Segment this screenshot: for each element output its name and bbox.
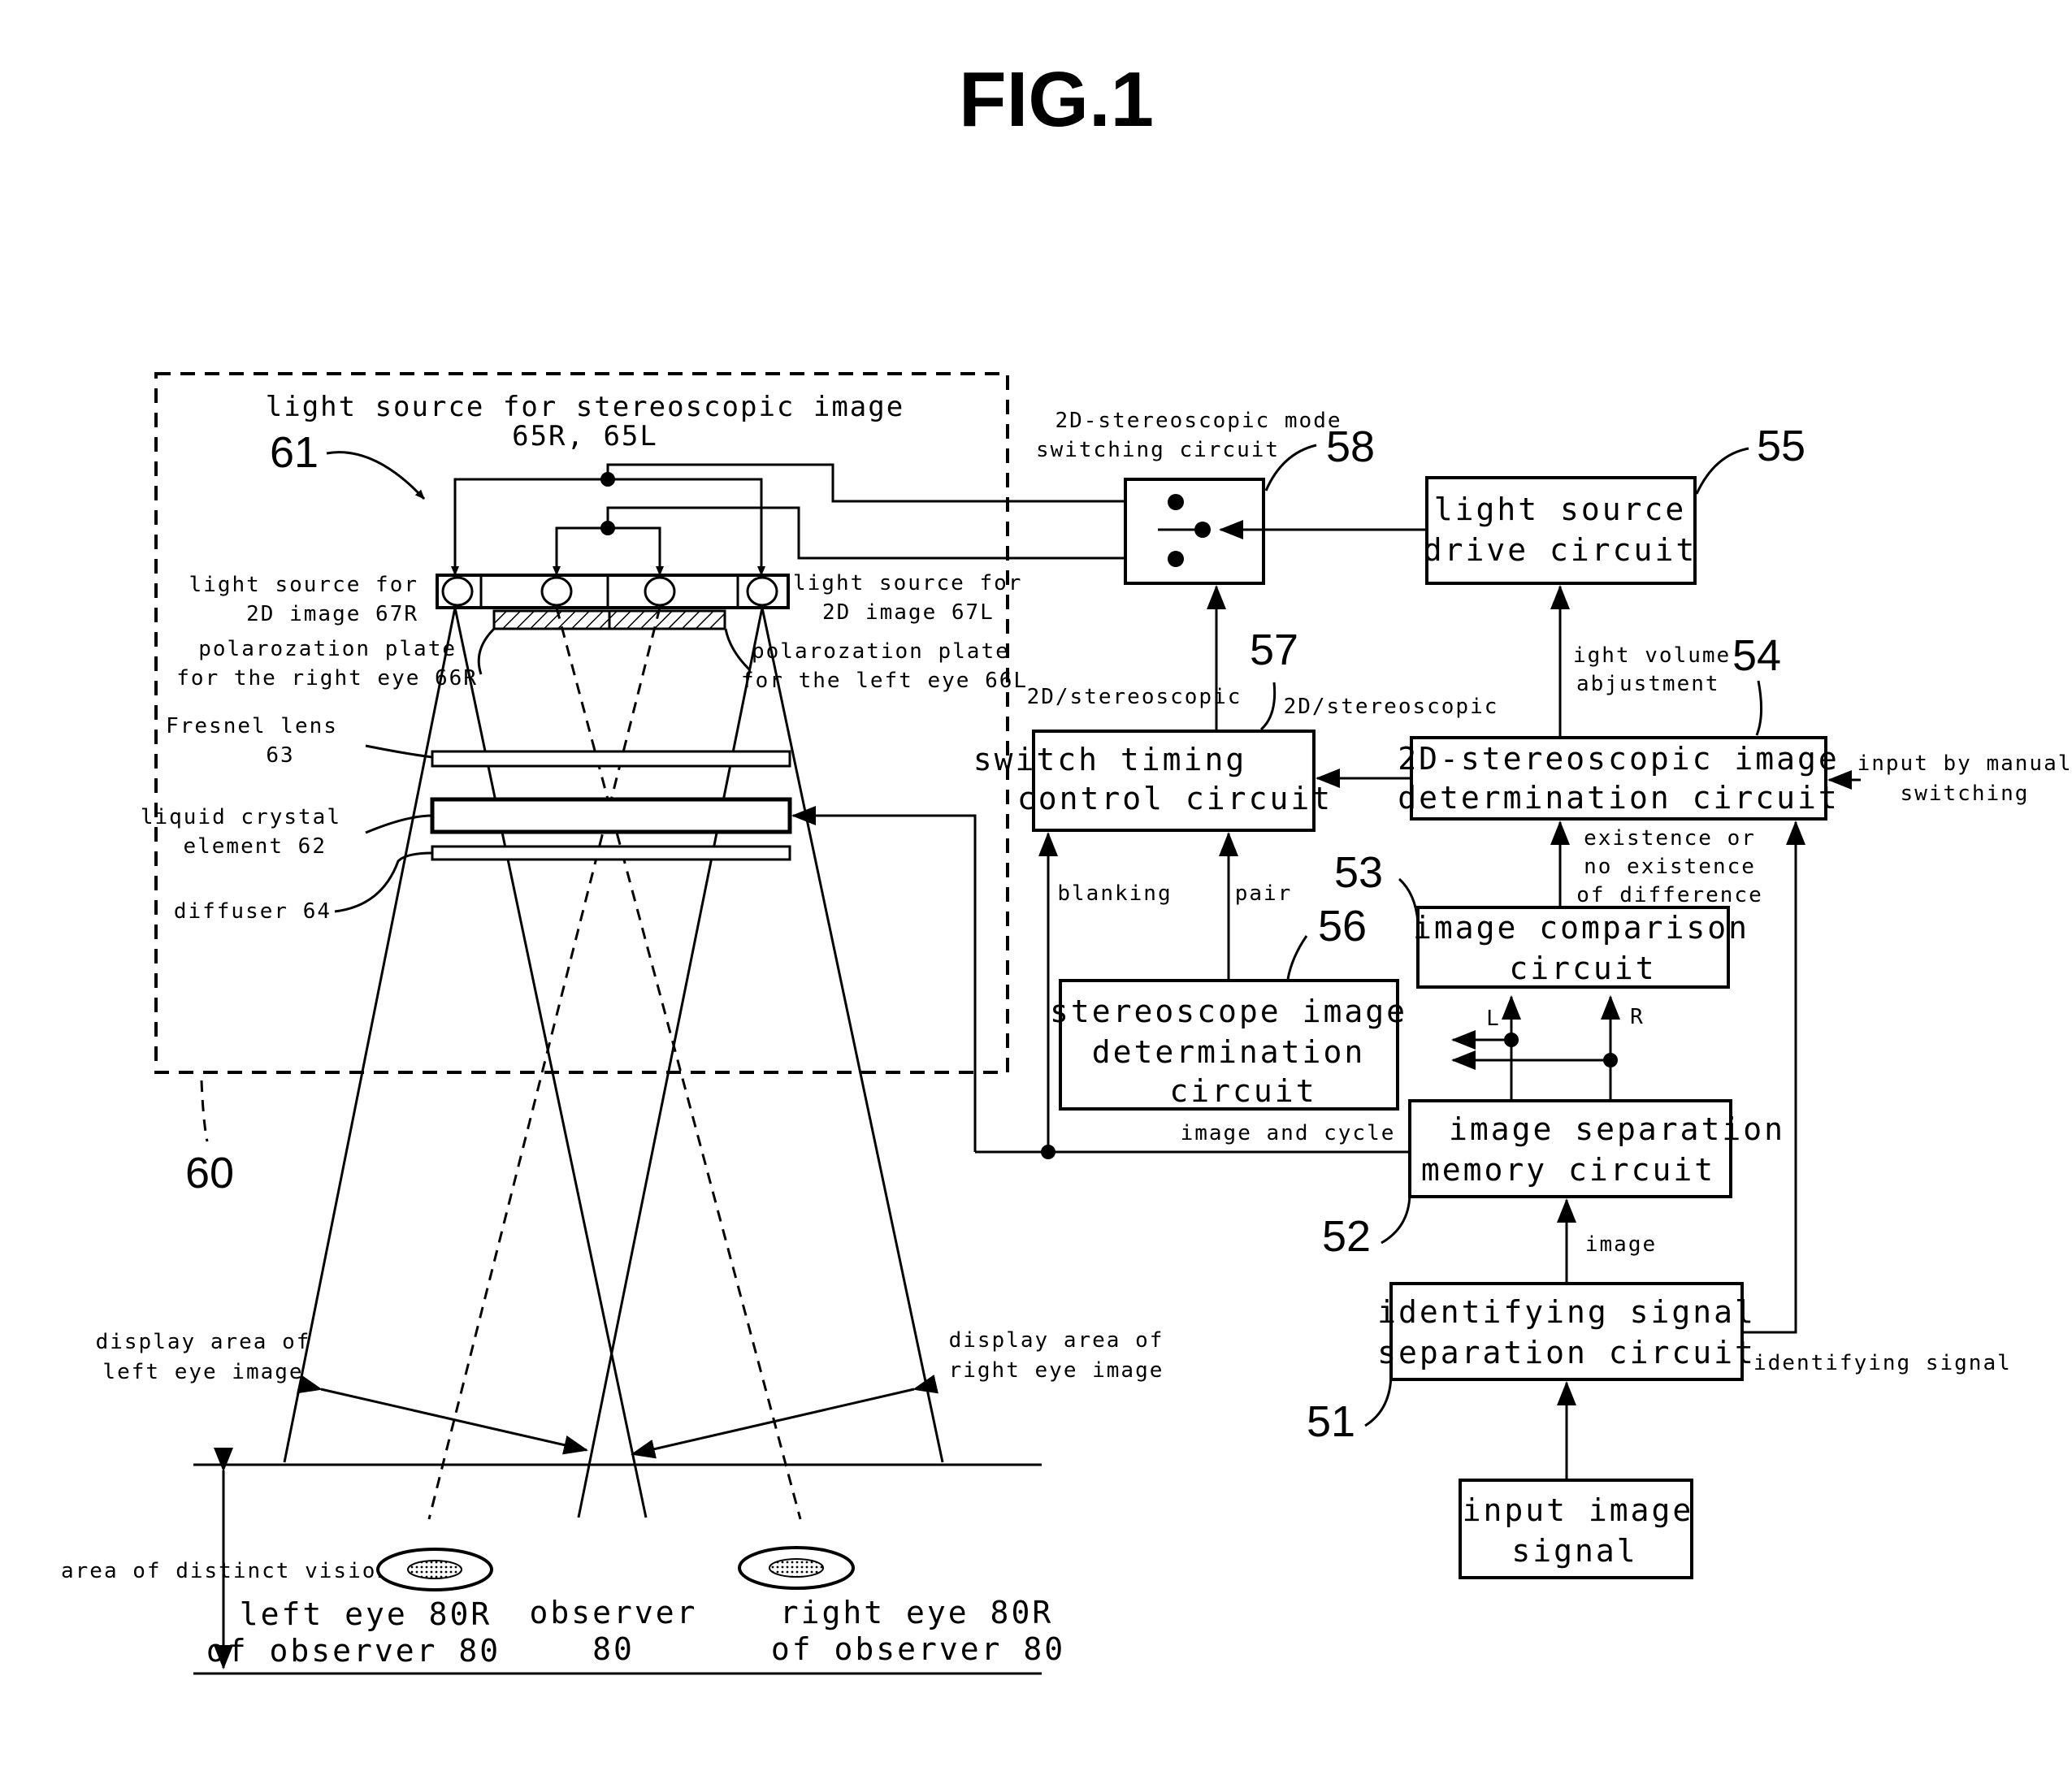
label-mode-switching-1: 2D-stereoscopic mode bbox=[1055, 409, 1342, 433]
label-blanking: blanking bbox=[1057, 881, 1172, 906]
stereo-determination-line-2: determination circuit bbox=[1398, 780, 1839, 816]
label-display-area-left-1: display area of bbox=[96, 1330, 311, 1354]
stereoscope-determination-line-1: stereoscope image bbox=[1050, 994, 1407, 1029]
label-pair: pair bbox=[1235, 881, 1293, 906]
label-light-source-stereo-1: light source for stereoscopic image bbox=[266, 391, 904, 423]
label-polarization-right-2: for the right eye 66R bbox=[176, 666, 478, 691]
ref-51: 51 bbox=[1307, 1397, 1355, 1446]
label-2d-left-1: light source for bbox=[793, 571, 1022, 595]
ref-56: 56 bbox=[1318, 902, 1367, 950]
label-light-volume-1: ight volume bbox=[1573, 643, 1731, 668]
label-mode-switching-2: switching circuit bbox=[1036, 438, 1280, 462]
ref-60-leader bbox=[202, 1080, 207, 1141]
label-image-and-cycle: image and cycle bbox=[1181, 1121, 1396, 1145]
label-area-distinct-vision: area of distinct vision bbox=[61, 1559, 391, 1583]
liquid-crystal-element-62 bbox=[432, 799, 790, 832]
ref-61-arrow bbox=[327, 452, 424, 499]
ref-54: 54 bbox=[1732, 631, 1781, 680]
label-observer-2: 80 bbox=[592, 1631, 635, 1667]
label-fresnel-2: 63 bbox=[266, 743, 294, 768]
input-image-line-2: signal bbox=[1511, 1533, 1637, 1569]
label-existence-1: existence or bbox=[1584, 826, 1756, 851]
stereoscope-determination-line-3: circuit bbox=[1169, 1073, 1316, 1109]
light-source-drive-line-2: drive circuit bbox=[1424, 532, 1697, 568]
led-65r bbox=[443, 578, 472, 605]
label-light-volume-2: abjustment bbox=[1576, 672, 1720, 696]
ref-61: 61 bbox=[270, 428, 319, 477]
mode-switching-circuit-58 bbox=[1125, 479, 1264, 583]
optical-rays bbox=[284, 608, 943, 1519]
label-polarization-left-1: polarozation plate bbox=[752, 639, 1010, 664]
label-light-source-stereo-2: 65R, 65L bbox=[512, 420, 658, 452]
ref-57: 57 bbox=[1250, 626, 1298, 674]
label-2d-right-1: light source for bbox=[189, 573, 418, 597]
label-fresnel-1: Fresnel lens bbox=[166, 714, 338, 738]
label-existence-3: of difference bbox=[1576, 883, 1763, 907]
image-comparison-line-1: image comparison bbox=[1413, 910, 1749, 946]
ref-60: 60 bbox=[185, 1149, 234, 1197]
label-manual-input-2: switching bbox=[1901, 782, 2030, 806]
label-observer-1: observer bbox=[529, 1595, 697, 1630]
display-area-right-arrow bbox=[632, 1389, 914, 1454]
label-polarization-right-1: polarozation plate bbox=[198, 637, 457, 661]
figure-title: FIG.1 bbox=[959, 56, 1154, 143]
stereoscope-determination-line-2: determination bbox=[1092, 1034, 1365, 1070]
led-67l bbox=[645, 578, 674, 605]
label-left-eye-1: left eye 80R bbox=[240, 1596, 492, 1632]
ref-53: 53 bbox=[1334, 848, 1383, 897]
image-separation-line-2: memory circuit bbox=[1421, 1152, 1715, 1188]
label-right-eye-1: right eye 80R bbox=[780, 1595, 1053, 1630]
diffuser-64 bbox=[432, 847, 790, 860]
label-display-area-right-2: right eye image bbox=[949, 1358, 1164, 1383]
identifying-signal-line-1: identifying signal bbox=[1377, 1294, 1756, 1330]
ref-52: 52 bbox=[1322, 1212, 1371, 1261]
label-liquid-crystal-2: element 62 bbox=[183, 834, 327, 859]
identifying-signal-line-2: separation circuit bbox=[1377, 1335, 1756, 1370]
label-image: image bbox=[1585, 1232, 1657, 1257]
label-2d-right-2: 2D image 67R bbox=[246, 602, 418, 626]
label-2d-left-2: 2D image 67L bbox=[822, 600, 995, 625]
label-identifying-signal: identifying signal bbox=[1753, 1351, 2012, 1375]
label-manual-input-1: input by manual bbox=[1857, 751, 2072, 776]
ref-58: 58 bbox=[1326, 422, 1375, 471]
led-65l bbox=[748, 578, 777, 605]
label-left-eye-2: of observer 80 bbox=[206, 1633, 501, 1669]
switch-timing-line-1: switch timing bbox=[973, 742, 1246, 777]
display-area-left-arrow bbox=[321, 1389, 587, 1450]
ref-55: 55 bbox=[1757, 422, 1805, 470]
label-L: L bbox=[1486, 1007, 1501, 1031]
fresnel-lens-63 bbox=[432, 751, 790, 766]
light-source-drive-line-1: light source bbox=[1434, 491, 1687, 527]
label-display-area-right-1: display area of bbox=[949, 1328, 1164, 1353]
led-67r bbox=[542, 578, 571, 605]
image-separation-line-1: image separation bbox=[1449, 1111, 1785, 1147]
label-R: R bbox=[1630, 1005, 1645, 1029]
label-polarization-left-2: for the left eye 66L bbox=[741, 669, 1028, 693]
label-right-eye-2: of observer 80 bbox=[771, 1631, 1065, 1667]
label-stereo-a: 2D/stereoscopic bbox=[1027, 685, 1242, 709]
switch-timing-line-2: control circuit bbox=[1017, 781, 1333, 816]
light-source-bar bbox=[437, 575, 788, 608]
label-stereo-b: 2D/stereoscopic bbox=[1284, 695, 1499, 719]
label-existence-2: no existence bbox=[1584, 855, 1756, 879]
label-liquid-crystal-1: liquid crystal bbox=[141, 805, 341, 829]
input-image-line-1: input image bbox=[1463, 1492, 1694, 1528]
label-display-area-left-2: left eye image bbox=[102, 1360, 303, 1384]
stereo-determination-line-1: 2D-stereoscopic image bbox=[1398, 741, 1839, 777]
label-diffuser: diffuser 64 bbox=[174, 899, 332, 924]
image-comparison-line-2: circuit bbox=[1509, 950, 1656, 986]
